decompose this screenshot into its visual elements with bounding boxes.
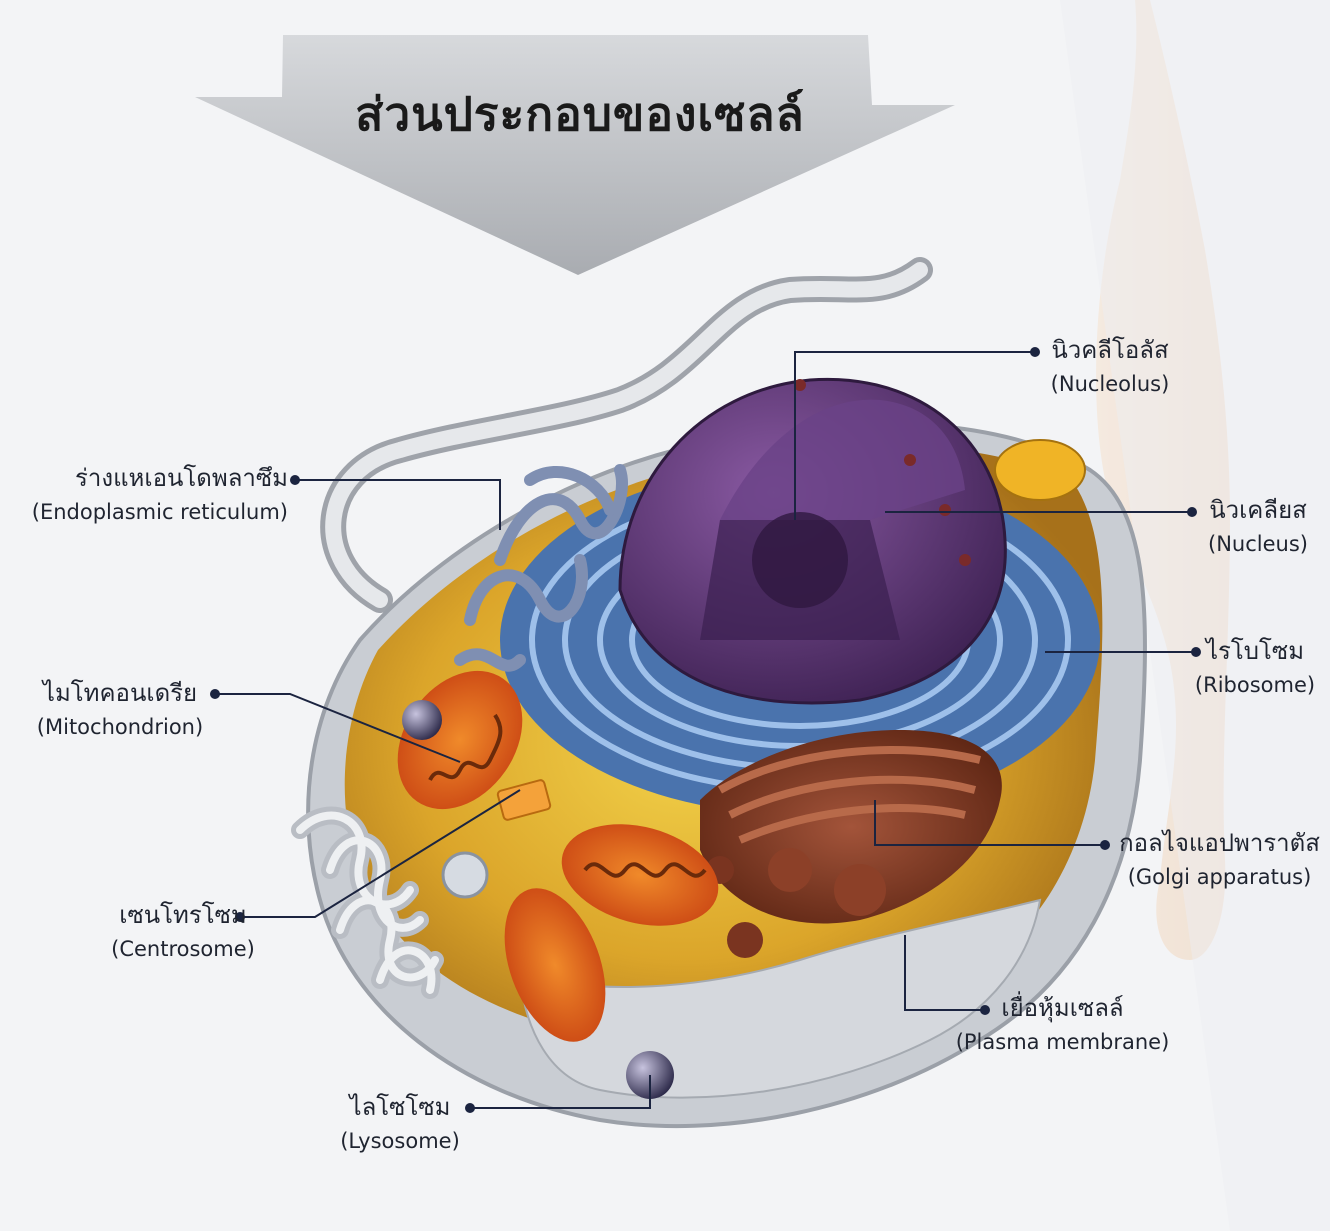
background-figure — [1060, 0, 1330, 1231]
label-lysosome: ไลโซโซม (Lysosome) — [340, 1093, 460, 1153]
title-arrow — [195, 35, 955, 275]
label-nucleolus: นิวคลีโอลัส (Nucleolus) — [1050, 336, 1170, 396]
label-golgi: กอลไจแอปพาราตัส (Golgi apparatus) — [1119, 829, 1320, 889]
label-er: ร่างแหเอนโดพลาซึม (Endoplasmic reticulum… — [31, 464, 288, 524]
label-ribosome: ไรโบโซม (Ribosome) — [1194, 637, 1316, 697]
label-centrosome: เซนโทรโซม (Centrosome) — [111, 901, 255, 961]
leader-dots — [210, 347, 1201, 1113]
label-nucleus: นิวเคลียส (Nucleus) — [1208, 496, 1308, 556]
label-mitochondrion: ไมโทคอนเดรีย (Mitochondrion) — [36, 679, 204, 739]
centrosome — [496, 779, 552, 821]
leader-lines — [215, 351, 1196, 1109]
label-membrane: เยื่อหุ้มเซลล์ (Plasma membrane) — [955, 994, 1170, 1054]
nucleolus — [752, 512, 848, 608]
golgi-apparatus — [700, 730, 1002, 958]
page-title: ส่วนประกอบของเซลล์ — [355, 87, 805, 141]
smooth-er — [454, 464, 628, 672]
